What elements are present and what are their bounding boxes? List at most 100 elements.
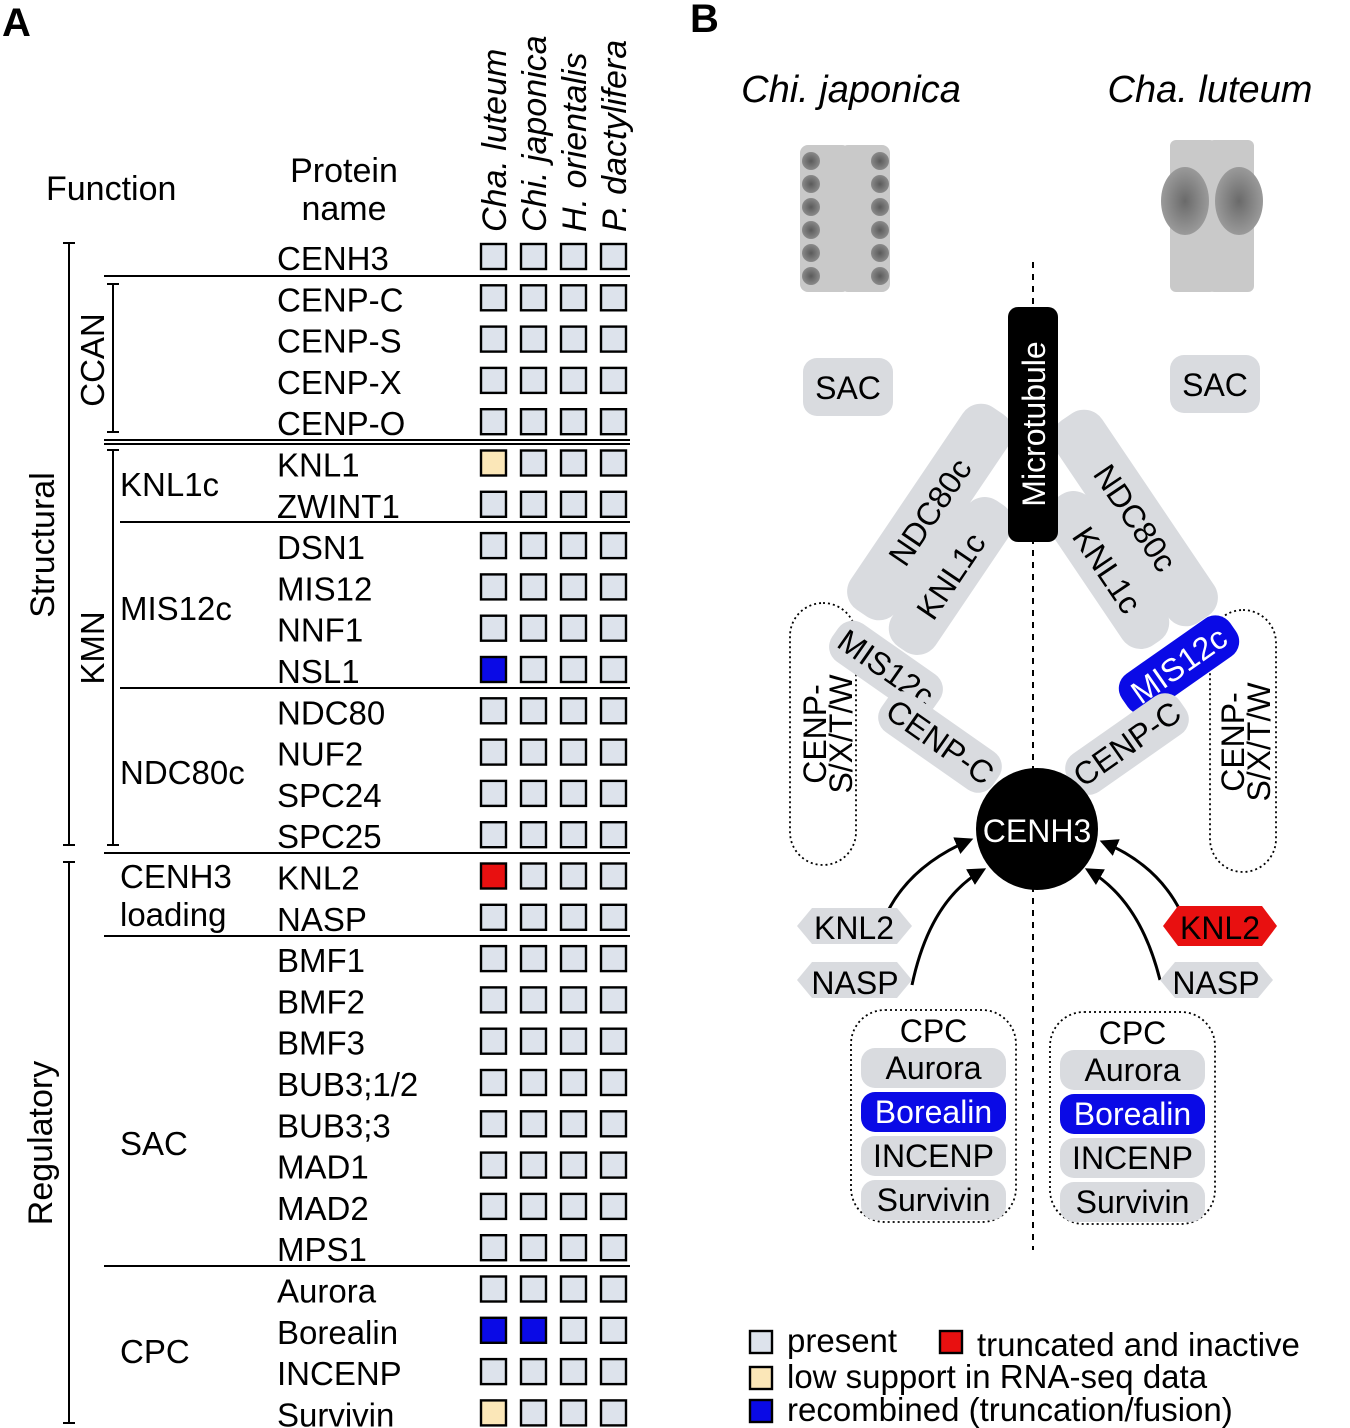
microtubule: [1008, 307, 1058, 542]
group-cenh3-loading: loading: [120, 896, 226, 933]
status-cell-present: [519, 903, 548, 931]
status-cell-present: [599, 697, 628, 725]
group-cenh3-loading: CENH3: [120, 858, 232, 895]
subgroup-kmn: KMN: [74, 611, 111, 684]
status-cell-present: [519, 1357, 548, 1386]
status-cell-present: [599, 1357, 628, 1386]
status-cell-present: [479, 1027, 508, 1055]
sac-pill-left: [803, 358, 893, 416]
status-cell-present: [599, 903, 628, 931]
status-cell-present: [479, 738, 508, 766]
protein-header-line1: Protein: [290, 152, 398, 190]
sac-pill-right: [1170, 355, 1260, 413]
protein-name: SPC24: [277, 777, 382, 814]
status-cell-present: [599, 862, 628, 890]
status-cell-present: [559, 1357, 588, 1386]
panel-b-label: B: [690, 0, 719, 41]
right-species-title: Cha. luteum: [1108, 69, 1313, 111]
centromere-dot: [871, 152, 889, 170]
species-header: Chi. japonica: [516, 35, 554, 232]
knl2-left-label: KNL2: [814, 910, 894, 946]
status-cell-present: [559, 1399, 588, 1427]
status-cell-present: [599, 1110, 628, 1138]
status-cell-recombined: [519, 1316, 548, 1345]
protein-name: Aurora: [277, 1273, 377, 1310]
status-cell-present: [519, 655, 548, 684]
group-cpc: CPC: [120, 1333, 190, 1370]
centromere-dot: [802, 267, 820, 285]
status-cell-present: [519, 490, 548, 518]
cenp-sxtw-right: CENP-: [1215, 692, 1251, 792]
cpc-item-pill: [1060, 1138, 1205, 1178]
status-cell-present: [599, 944, 628, 973]
status-cell-present: [559, 697, 588, 725]
group-mis12c: MIS12c: [120, 590, 232, 627]
status-cell-present: [519, 779, 548, 808]
cpc-title: CPC: [900, 1013, 968, 1049]
centromere-dot: [871, 221, 889, 239]
status-cell-present: [479, 242, 508, 271]
cenpc-label-left: CENP-C: [879, 692, 1000, 792]
nasp-right-shape: [1160, 962, 1273, 998]
status-cell-present: [479, 531, 508, 560]
centromere-dot: [871, 244, 889, 262]
legend-swatch-recombined: [748, 1398, 774, 1424]
status-cell-present: [559, 1110, 588, 1138]
status-cell-present: [479, 1357, 508, 1386]
nasp-left-shape: [797, 962, 912, 998]
status-cell-present: [599, 1027, 628, 1055]
status-cell-present: [599, 738, 628, 766]
protein-name: ZWINT1: [277, 488, 400, 525]
cpc-item-pill: [1060, 1182, 1205, 1222]
protein-name: CENH3: [277, 240, 389, 277]
status-cell-low: [479, 449, 508, 477]
centromere-dot: [802, 152, 820, 170]
species-header: Cha. luteum: [476, 49, 514, 232]
holocentric-chromosome: [800, 145, 890, 292]
status-cell-present: [559, 1275, 588, 1303]
status-cell-present: [599, 531, 628, 560]
cenp-sxtw-left: S/X/T/W: [823, 674, 859, 794]
status-cell-present: [519, 449, 548, 477]
status-cell-present: [559, 1027, 588, 1055]
status-cell-recombined: [479, 1316, 508, 1345]
knl1c-left: KNL1c: [888, 497, 1014, 655]
status-cell-present: [599, 1068, 628, 1097]
status-cell-present: [559, 366, 588, 395]
status-cell-present: [519, 821, 548, 849]
cenpc-label-right: CENP-C: [1066, 694, 1187, 794]
cenh3-label: CENH3: [983, 813, 1091, 849]
status-cell-present: [479, 284, 508, 312]
legend-label-recombined: recombined (truncation/fusion): [787, 1391, 1233, 1428]
cpc-item-label: INCENP: [1072, 1140, 1193, 1176]
status-cell-present: [559, 1068, 588, 1097]
cenp-sxtw-right: S/X/T/W: [1241, 682, 1277, 802]
status-cell-present: [559, 738, 588, 766]
status-cell-present: [519, 1110, 548, 1138]
status-cell-present: [599, 779, 628, 808]
group-knl1c: KNL1c: [120, 466, 219, 503]
protein-rows: CENH3CENP-CCENP-SCENP-XCENP-OKNL1ZWINT1D…: [277, 240, 628, 1428]
status-cell-present: [479, 573, 508, 601]
sac-label-right: SAC: [1182, 367, 1248, 403]
status-cell-present: [479, 614, 508, 642]
panel-a: A Function Protein name Cha. luteum Chi.…: [2, 1, 634, 1428]
protein-name: BMF3: [277, 1025, 365, 1062]
status-cell-present: [559, 903, 588, 931]
status-cell-present: [599, 986, 628, 1014]
legend-label-low: low support in RNA-seq data: [787, 1358, 1208, 1395]
legend-swatch-truncated: [938, 1329, 964, 1355]
status-cell-present: [519, 1151, 548, 1179]
knl2-left-shape: [797, 908, 912, 944]
status-cell-present: [519, 1233, 548, 1262]
status-cell-present: [559, 862, 588, 890]
cenp-sxtw-left: CENP-: [797, 684, 833, 784]
legend: present truncated and inactive low suppo…: [748, 1322, 1300, 1428]
status-cell-present: [479, 1110, 508, 1138]
protein-name: BUB3;1/2: [277, 1066, 418, 1103]
protein-name: Borealin: [277, 1314, 398, 1351]
left-species-title: Chi. japonica: [741, 69, 961, 111]
microtubule-label: Microtubule: [1016, 341, 1052, 506]
